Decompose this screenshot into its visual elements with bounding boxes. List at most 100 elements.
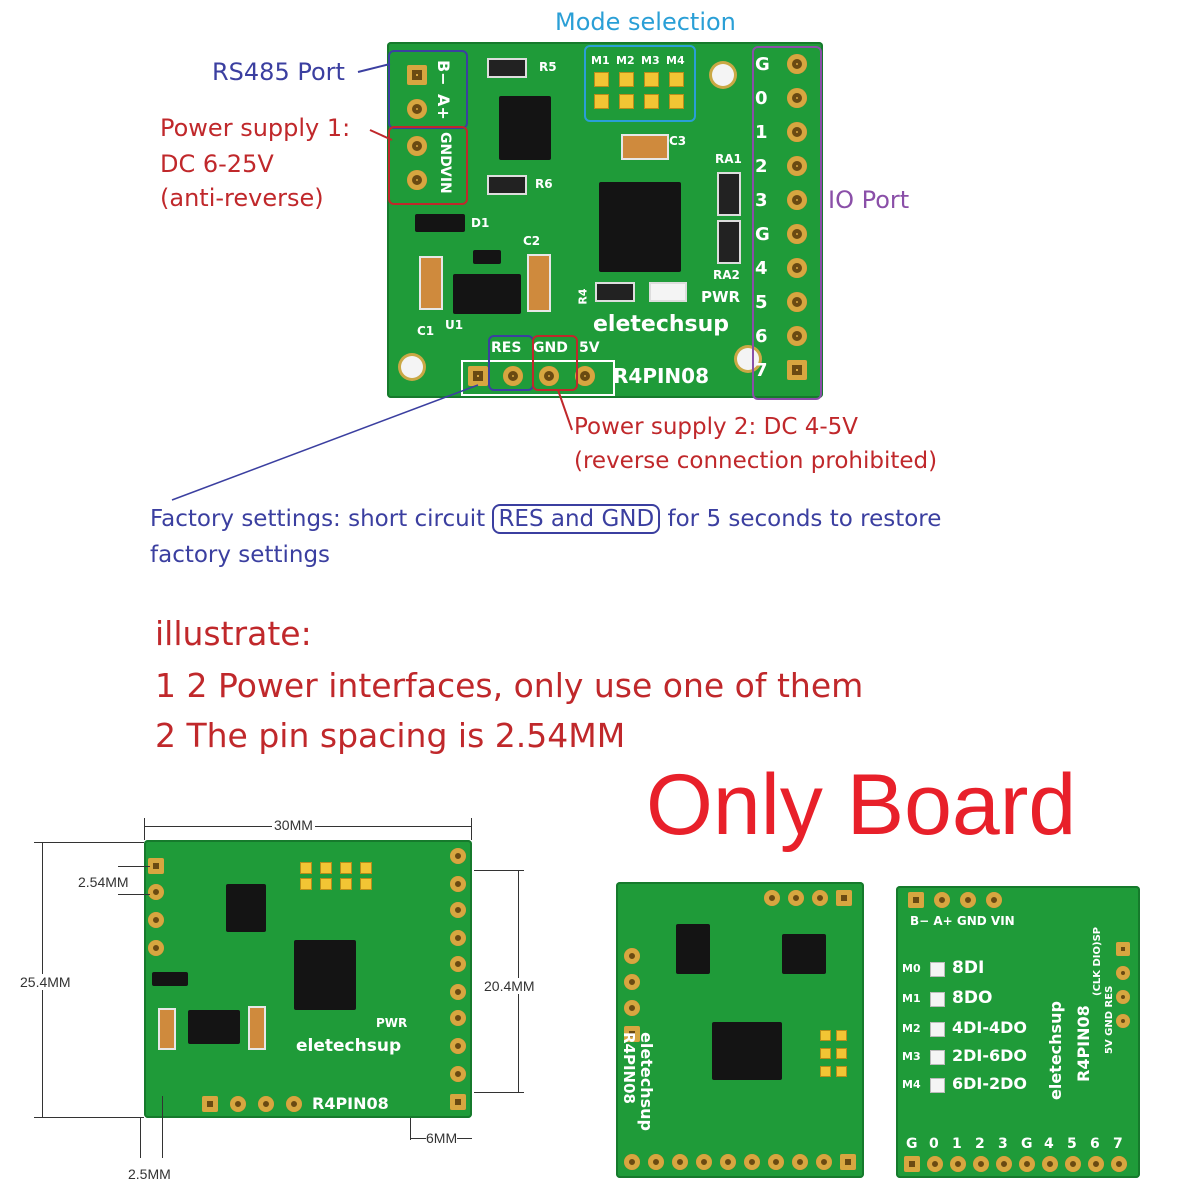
back-io-label: 1 [952, 1136, 962, 1152]
frame-rs485 [388, 50, 468, 129]
rs485-chip [226, 884, 266, 932]
regulator-u1-tab [473, 250, 501, 264]
back-model: R4PIN08 [1074, 1005, 1093, 1082]
leader-factory [171, 384, 479, 501]
back-mode-m2: M2 [902, 1022, 921, 1035]
dim-io-tick-bottom [474, 1092, 524, 1093]
annotation-power1-l3: (anti-reverse) [160, 184, 324, 212]
dim-offset-left: 2.5MM [128, 1166, 171, 1182]
board-front-rotated: eletechsup R4PIN08 [616, 882, 864, 1178]
main-board: B− A+ GND VIN R5 R6 D1 C1 U1 C2 M1 M2 M3… [387, 42, 823, 398]
pin-bottom [202, 1096, 218, 1112]
pin [624, 948, 640, 964]
mode-pad [820, 1048, 831, 1059]
pwr-led [649, 282, 687, 302]
dim-pin-pitch: 2.54MM [78, 874, 129, 890]
back-io-label: 2 [975, 1136, 985, 1152]
brand-label: eletechsup [296, 1036, 402, 1056]
io-pin [744, 1154, 760, 1170]
dim-offset-right-v [410, 1118, 411, 1140]
back-side-label2: 5V GND RES [1104, 985, 1115, 1054]
frame-res [488, 335, 534, 391]
io-label: 1 [755, 122, 768, 143]
mode-pad [836, 1030, 847, 1041]
io-pin [787, 54, 807, 74]
io-label: 4 [755, 258, 768, 279]
leader-rs485 [357, 63, 391, 73]
annotation-power2-l2: (reverse connection prohibited) [574, 448, 938, 474]
mode-pad [930, 1022, 945, 1037]
annotation-power1-l2: DC 6-25V [160, 150, 274, 178]
bottom-header-outline [461, 360, 615, 396]
mode-pad [930, 962, 945, 977]
annotation-factory: Factory settings: short circuit RES and … [150, 504, 941, 534]
io-pin [787, 360, 807, 380]
io-pin [624, 1154, 640, 1170]
label-pwr: PWR [701, 288, 741, 306]
pin [624, 1000, 640, 1016]
pin [148, 884, 164, 900]
pin [148, 858, 164, 874]
mode-pad [619, 72, 634, 87]
mcu-chip [712, 1022, 782, 1080]
back-side-label: (CLK DIO)SP [1092, 926, 1103, 996]
mode-pad [340, 862, 352, 874]
io-label: 6 [755, 326, 768, 347]
dim-offset-left-v [140, 1118, 141, 1158]
mcu-chip [599, 182, 681, 272]
pin-a-plus [407, 99, 427, 119]
io-pin [1088, 1156, 1104, 1172]
io-pin [1065, 1156, 1081, 1172]
back-io-label: 7 [1113, 1136, 1123, 1152]
dim-tick-bottom [34, 1117, 144, 1118]
brand-label: eletechsup [637, 1032, 656, 1131]
pin [934, 892, 950, 908]
notes-item1: 1 2 Power interfaces, only use one of th… [155, 666, 864, 705]
pin [1116, 990, 1130, 1004]
pin [836, 890, 852, 906]
io-pin [450, 956, 466, 972]
io-label: 5 [755, 292, 768, 313]
pin [1116, 966, 1130, 980]
io-pin [1019, 1156, 1035, 1172]
mode-pad [669, 72, 684, 87]
pin [986, 892, 1002, 908]
mode-pad [644, 94, 659, 109]
back-io-label: G [906, 1136, 918, 1152]
label-m3: M3 [641, 54, 660, 67]
io-pin [787, 156, 807, 176]
mcu-chip [294, 940, 356, 1010]
io-label: 7 [755, 360, 768, 381]
dim-width: 30MM [272, 817, 315, 833]
resistor-array-ra2 [717, 220, 741, 264]
label-res: RES [491, 340, 522, 356]
mode-pad [820, 1066, 831, 1077]
mode-pad [619, 94, 634, 109]
factory-text-box: RES and GND [492, 504, 661, 534]
back-mode-m1: M1 [902, 992, 921, 1005]
back-mode-text-1: 8DO [952, 988, 993, 1008]
capacitor-c2 [527, 254, 551, 312]
io-pin [450, 984, 466, 1000]
pin-b-minus [407, 65, 427, 85]
io-pin [787, 258, 807, 278]
mode-pad [836, 1066, 847, 1077]
capacitor [158, 1008, 176, 1050]
notes-item2: 2 The pin spacing is 2.54MM [155, 716, 626, 755]
annotation-rs485: RS485 Port [212, 58, 345, 86]
io-pin [1111, 1156, 1127, 1172]
io-pin [1042, 1156, 1058, 1172]
io-pin [787, 122, 807, 142]
label-m2: M2 [616, 54, 635, 67]
label-pwr: PWR [376, 1016, 408, 1030]
label-c1: C1 [417, 324, 435, 338]
dim-offset-right: 6MM [426, 1130, 458, 1146]
back-mode-text-2: 4DI-4DO [952, 1018, 1028, 1037]
back-io-label: 6 [1090, 1136, 1100, 1152]
resistor-r5 [487, 58, 527, 78]
back-mode-m3: M3 [902, 1050, 921, 1063]
io-label: G [755, 54, 770, 75]
mode-pad [669, 94, 684, 109]
io-pin [816, 1154, 832, 1170]
io-pin [648, 1154, 664, 1170]
